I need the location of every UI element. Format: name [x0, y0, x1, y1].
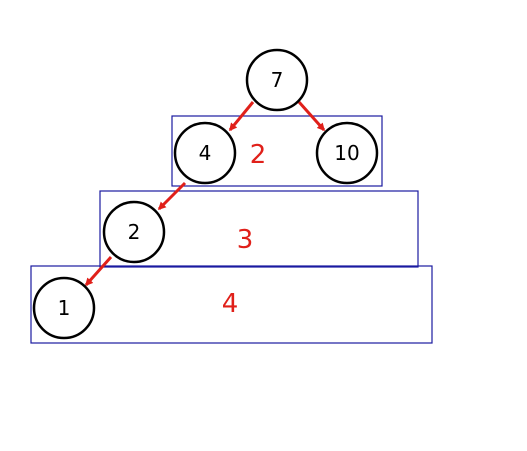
- tree-node-label: 4: [199, 141, 212, 165]
- tree-node-4: 4: [173, 121, 237, 185]
- tree-node-label: 2: [128, 220, 141, 244]
- tree-node-label: 7: [271, 68, 284, 92]
- tree-node-10: 10: [315, 121, 379, 185]
- level-box-2: [171, 115, 383, 187]
- edge-7-4: [228, 101, 255, 132]
- level-label-3: 3: [237, 225, 254, 255]
- edge-7-10: [297, 101, 326, 132]
- edge-2-1: [84, 256, 113, 287]
- level-box-3: [99, 190, 419, 268]
- level-boxes: [30, 115, 433, 344]
- level-box-4: [30, 265, 433, 344]
- tree-node-1: 1: [32, 276, 96, 340]
- edge-4-2: [157, 181, 187, 211]
- tree-node-label: 1: [58, 296, 71, 320]
- edges: [84, 101, 326, 287]
- tree-node-2: 2: [102, 200, 166, 264]
- level-label-2: 2: [250, 140, 267, 170]
- tree-node-7: 7: [245, 48, 309, 112]
- tree-node-label: 10: [334, 141, 359, 165]
- level-label-4: 4: [222, 289, 239, 319]
